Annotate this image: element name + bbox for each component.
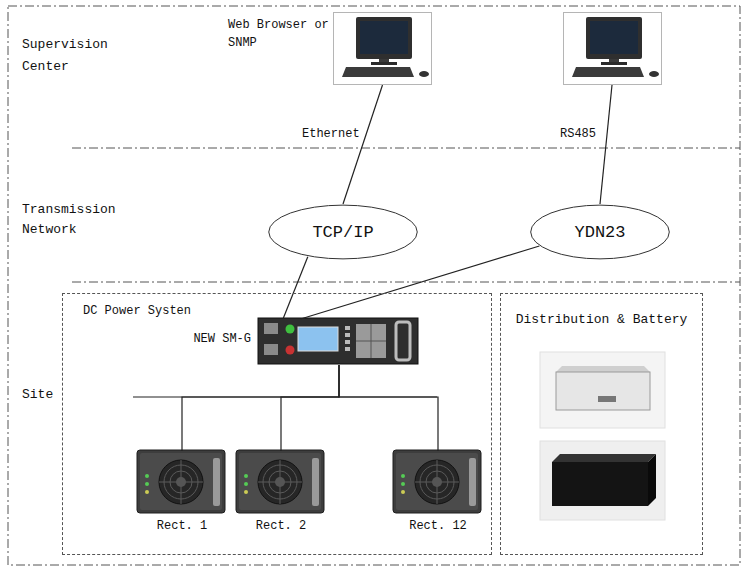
workstation-picture [572,17,659,77]
node-text: Web Browser or SNMP [228,16,332,52]
workstation-box: Web Browser or SNMP [333,12,432,85]
node-text: Rect. 2 [227,519,335,533]
controller-picture [345,347,350,351]
distribution-picture [540,352,665,428]
distribution-picture [556,366,650,372]
controller-picture [298,327,338,351]
node-text: DC Power Systen [83,304,191,318]
zone-divider [72,282,740,283]
battery-picture [552,462,648,506]
controller-picture [264,344,278,355]
controller-picture [286,346,295,355]
controller-picture [371,324,372,358]
controller-picture [396,322,410,360]
connector-line [343,85,383,204]
battery-picture [552,454,656,462]
zone-label: Supervision Center [22,34,118,78]
workstation-picture [342,17,429,77]
zone-label: Site [22,386,82,404]
link-label: RS485 [560,126,604,142]
controller-picture [356,324,386,358]
connector-line [339,365,438,451]
site-border [8,6,740,565]
zone-divider [72,148,740,149]
controller-picture [264,323,278,334]
battery-picture [540,441,665,520]
node-text: NEW SM-G [193,332,251,346]
rectifier-box: Rect. 2 [237,451,325,514]
zone-label: Transmission Network [22,200,126,240]
rectifier-box: Rect. 12 [394,451,482,514]
node-text: YDN23 [530,204,670,260]
controller-picture [345,326,350,330]
controller-picture [258,318,418,364]
battery-picture [540,441,665,520]
distribution-picture [556,372,650,410]
workstation-picture [564,13,662,85]
rectifier-box: Rect. 1 [138,451,226,514]
connector-line [281,365,339,451]
rectifier-picture [236,450,324,513]
distribution-picture [540,352,665,428]
controller-box: NEW SM-G [259,319,419,365]
distribution-region: Distribution & Battery [500,293,703,555]
protocol-ellipse: TCP/IP [268,204,418,260]
node-text: Rect. 12 [384,519,492,533]
distribution-picture [598,396,616,402]
controller-picture [345,333,350,337]
node-text: Distribution & Battery [501,312,702,327]
battery-picture [648,454,656,506]
rs485-wire [600,85,612,204]
controller-picture [258,318,418,364]
node-text: TCP/IP [268,204,418,260]
rectifier-picture [137,450,225,513]
controller-picture [345,340,350,344]
connector-line [182,365,339,451]
link-label: Ethernet [300,126,362,142]
system-region: DC Power SystenNEW SM-GRect. 1Rect. 2Rec… [62,293,492,555]
protocol-ellipse: YDN23 [530,204,670,260]
connector-line [283,257,308,319]
workstation-picture [564,13,662,85]
rectifier-picture [393,450,481,513]
controller-picture [286,325,295,334]
node-text: Rect. 1 [128,519,236,533]
